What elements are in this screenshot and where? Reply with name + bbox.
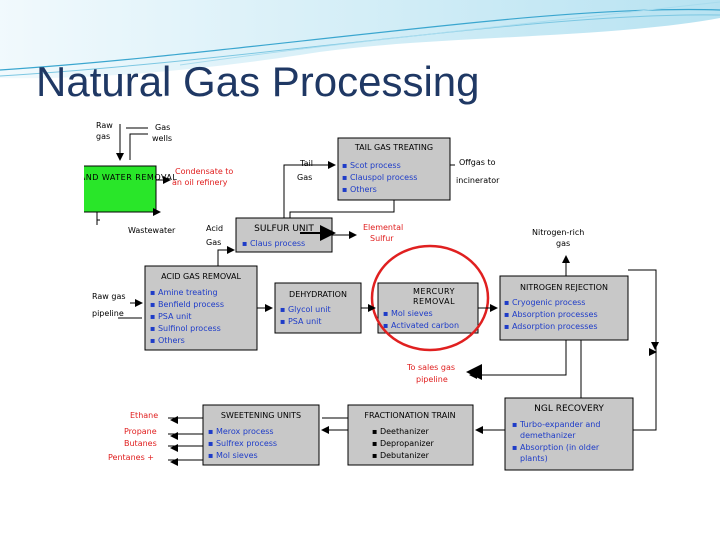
acid-gas-item-2: ▪ Benfield process xyxy=(150,300,224,309)
ngl-title: NGL RECOVERY xyxy=(534,404,604,414)
tail-gas-title: TAIL GAS TREATING xyxy=(354,143,433,152)
label-propane: Propane xyxy=(124,427,157,436)
acid-gas-item-1: ▪ Amine treating xyxy=(150,288,218,297)
arrowheads-extra xyxy=(170,342,659,466)
sulfur-unit-item-1: ▪ Claus process xyxy=(242,239,305,248)
dehydration-item-1: ▪ Glycol unit xyxy=(280,305,331,314)
diagram-panel: CONDENSATE AND WATER REMOVAL TAIL GAS TR… xyxy=(84,108,679,478)
condensate-water-removal-box xyxy=(84,165,157,213)
dehydration-item-2: ▪ PSA unit xyxy=(280,317,322,326)
thick-arrows xyxy=(300,225,482,380)
slide-title: Natural Gas Processing xyxy=(36,58,480,105)
fractionation-item-3: ▪ Debutanizer xyxy=(372,451,430,460)
ngl-recovery-box xyxy=(504,397,634,471)
fractionation-train-box xyxy=(347,404,474,466)
sweetening-item-3: ▪ Mol sieves xyxy=(208,451,258,460)
process-flow-diagram: CONDENSATE AND WATER REMOVAL TAIL GAS TR… xyxy=(84,121,659,471)
mercury-item-1: ▪ Mol sieves xyxy=(383,309,433,318)
tail-gas-item-2: ▪ Clauspol process xyxy=(342,173,417,182)
nitrogen-item-1: ▪ Cryogenic process xyxy=(504,298,585,307)
acid-gas-title: ACID GAS REMOVAL xyxy=(161,272,241,281)
sweetening-item-2: ▪ Sulfrex process xyxy=(208,439,277,448)
tail-gas-item-3: ▪ Others xyxy=(342,185,377,194)
dehydration-title: DEHYDRATION xyxy=(289,290,347,299)
mercury-item-2: ▪ Activated carbon xyxy=(383,321,459,330)
mercury-removal-box xyxy=(377,282,479,334)
nitrogen-title: NITROGEN REJECTION xyxy=(520,283,608,292)
mercury-highlight-circle xyxy=(370,244,490,352)
sweetening-units-box xyxy=(202,404,320,466)
sulfur-unit-title: SULFUR UNIT xyxy=(254,224,314,234)
fractionation-item-2: ▪ Depropanizer xyxy=(372,439,435,448)
dehydration-box xyxy=(274,282,362,334)
sweetening-item-1: ▪ Merox process xyxy=(208,427,274,436)
fractionation-item-1: ▪ Deethanizer xyxy=(372,427,429,436)
nitrogen-item-3: ▪ Adsorption processes xyxy=(504,322,598,331)
nitrogen-rejection-box xyxy=(499,275,629,341)
label-butanes: Butanes xyxy=(124,439,157,448)
label-wastewater: Wastewater xyxy=(128,226,176,235)
fractionation-title: FRACTIONATION TRAIN xyxy=(364,411,455,420)
nitrogen-item-2: ▪ Absorption processes xyxy=(504,310,598,319)
condensate-box-title: CONDENSATE AND WATER REMOVAL xyxy=(84,173,177,182)
acid-gas-item-4: ▪ Sulfinol process xyxy=(150,324,221,333)
acid-gas-removal-box xyxy=(144,265,258,351)
label-pentanes: Pentanes + xyxy=(108,453,154,462)
flow-lines xyxy=(96,124,657,461)
sweetening-title: SWEETENING UNITS xyxy=(221,411,301,420)
label-ethane: Ethane xyxy=(130,411,158,420)
acid-gas-item-5: ▪ Others xyxy=(150,336,185,345)
tail-gas-item-1: ▪ Scot process xyxy=(342,161,401,170)
wave-header-decoration xyxy=(0,0,720,79)
acid-gas-item-3: ▪ PSA unit xyxy=(150,312,192,321)
